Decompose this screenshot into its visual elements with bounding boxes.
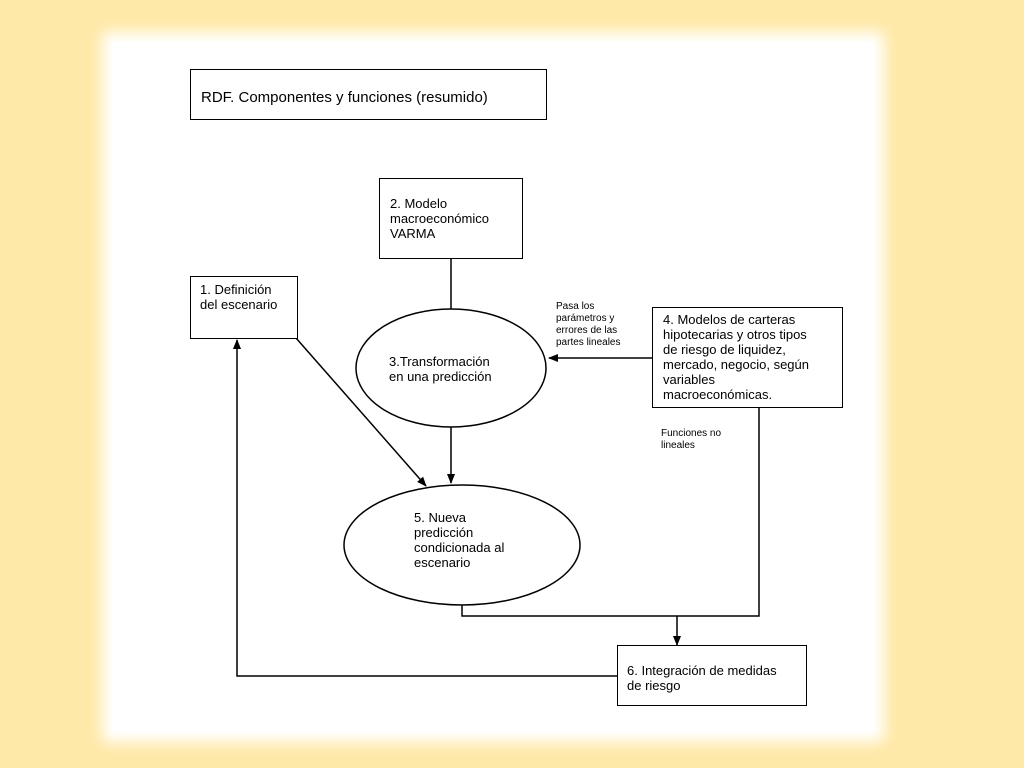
node-definicion: 1. Definición del escenario [190,276,298,339]
edge-nueva-integracion [461,605,677,617]
node-nueva-label: 5. Nueva predicción condicionada al esce… [414,510,505,570]
edge-integracion-definicion [233,339,617,677]
node-transformacion-label: 3.Transformación en una predicción [389,354,492,384]
node-integracion-label: 6. Integración de medidas de riesgo [627,663,777,693]
node-transformacion-shape [355,308,547,428]
node-carteras-label: 4. Modelos de carteras hipotecarias y ot… [663,312,809,402]
edge-definicion-nueva [295,337,427,487]
edge-carteras-integracion [677,407,760,617]
node-modelo: 2. Modelo macroeconómico VARMA [379,178,523,259]
node-carteras: 4. Modelos de carteras hipotecarias y ot… [652,307,843,408]
annotation-funciones: Funciones no lineales [661,428,722,451]
node-integracion: 6. Integración de medidas de riesgo [617,645,807,706]
title-box: RDF. Componentes y funciones (resumido) [190,69,547,120]
node-nueva-shape [343,484,581,606]
node-modelo-label: 2. Modelo macroeconómico VARMA [390,196,489,241]
node-definicion-label: 1. Definición del escenario [200,282,278,312]
annotation-pasa: Pasa los parámetros y errores de las par… [556,301,621,348]
diagram-title: RDF. Componentes y funciones (resumido) [201,89,488,106]
